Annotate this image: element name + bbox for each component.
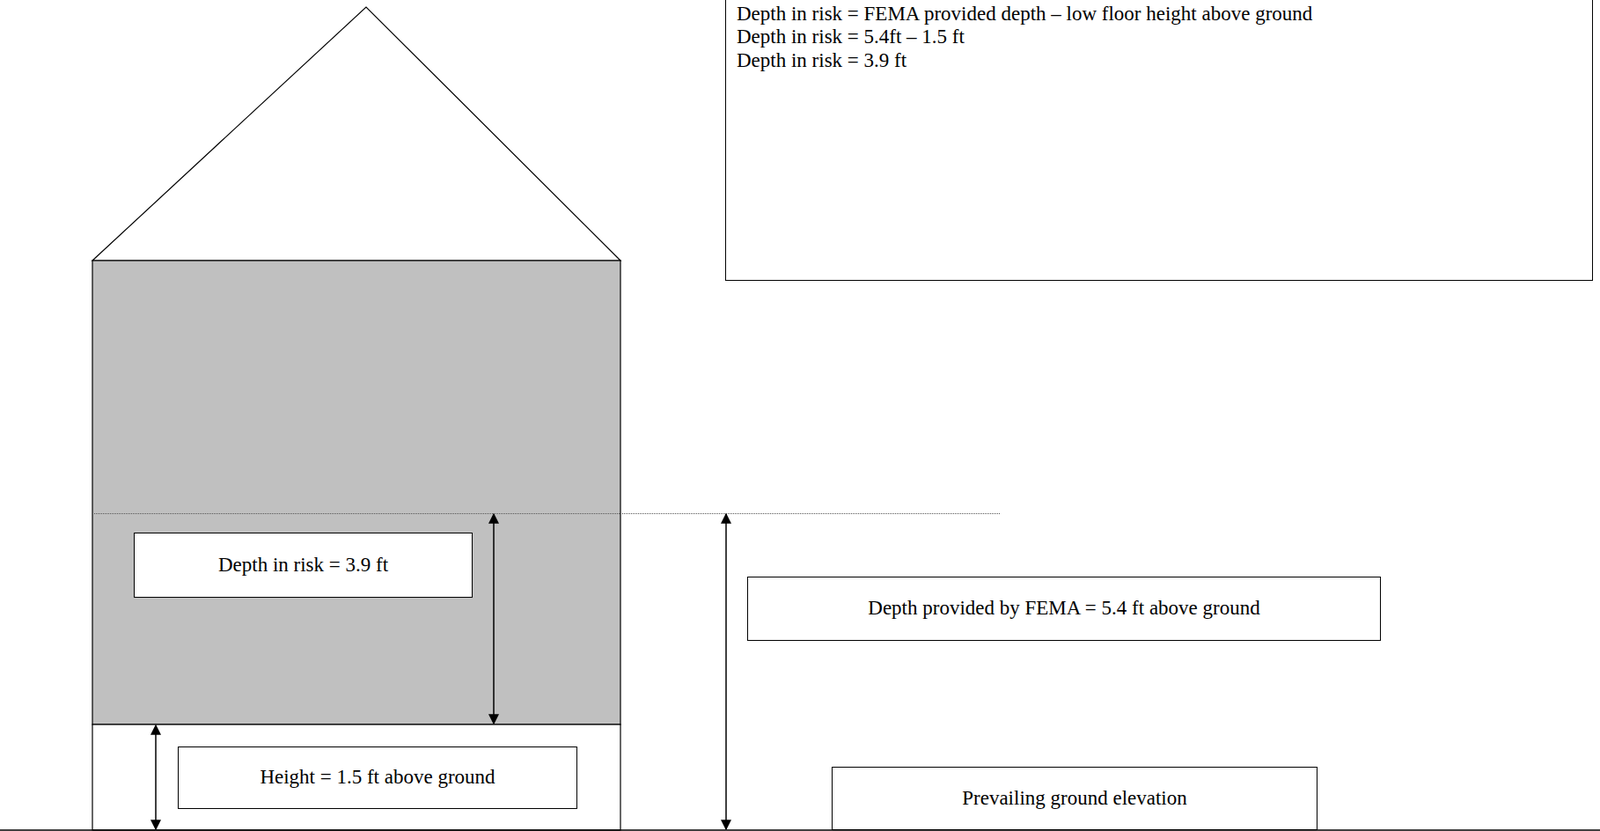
label-text: Depth in risk = FEMA provided depth – lo… [736, 2, 1582, 26]
dimension-arrow [154, 725, 157, 830]
low-floor-zone [92, 724, 621, 830]
label-box: Depth provided by FEMA = 5.4 ft above gr… [747, 576, 1381, 641]
label-text: Depth in risk = 3.9 ft [736, 49, 1582, 73]
label-box: Prevailing ground elevation [831, 766, 1318, 830]
flood-zone [92, 260, 621, 725]
label-box: Depth in risk = 3.9 ft [133, 532, 473, 598]
label-text: Prevailing ground elevation [843, 786, 1307, 810]
label-text: Depth in risk = 3.9 ft [145, 553, 462, 577]
label-text: Height = 1.5 ft above ground [189, 765, 566, 789]
formula-box: Depth in risk = FEMA provided depth – lo… [725, 0, 1593, 281]
ground-line [0, 829, 1600, 831]
dimension-arrow [492, 513, 495, 724]
label-text: Depth in risk = 5.4ft – 1.5 ft [736, 25, 1582, 49]
label-box: Height = 1.5 ft above ground [177, 746, 578, 809]
flood-level-line [92, 513, 1000, 514]
label-text: Depth provided by FEMA = 5.4 ft above gr… [758, 596, 1370, 620]
roof [92, 7, 621, 261]
dimension-arrow [725, 513, 727, 830]
